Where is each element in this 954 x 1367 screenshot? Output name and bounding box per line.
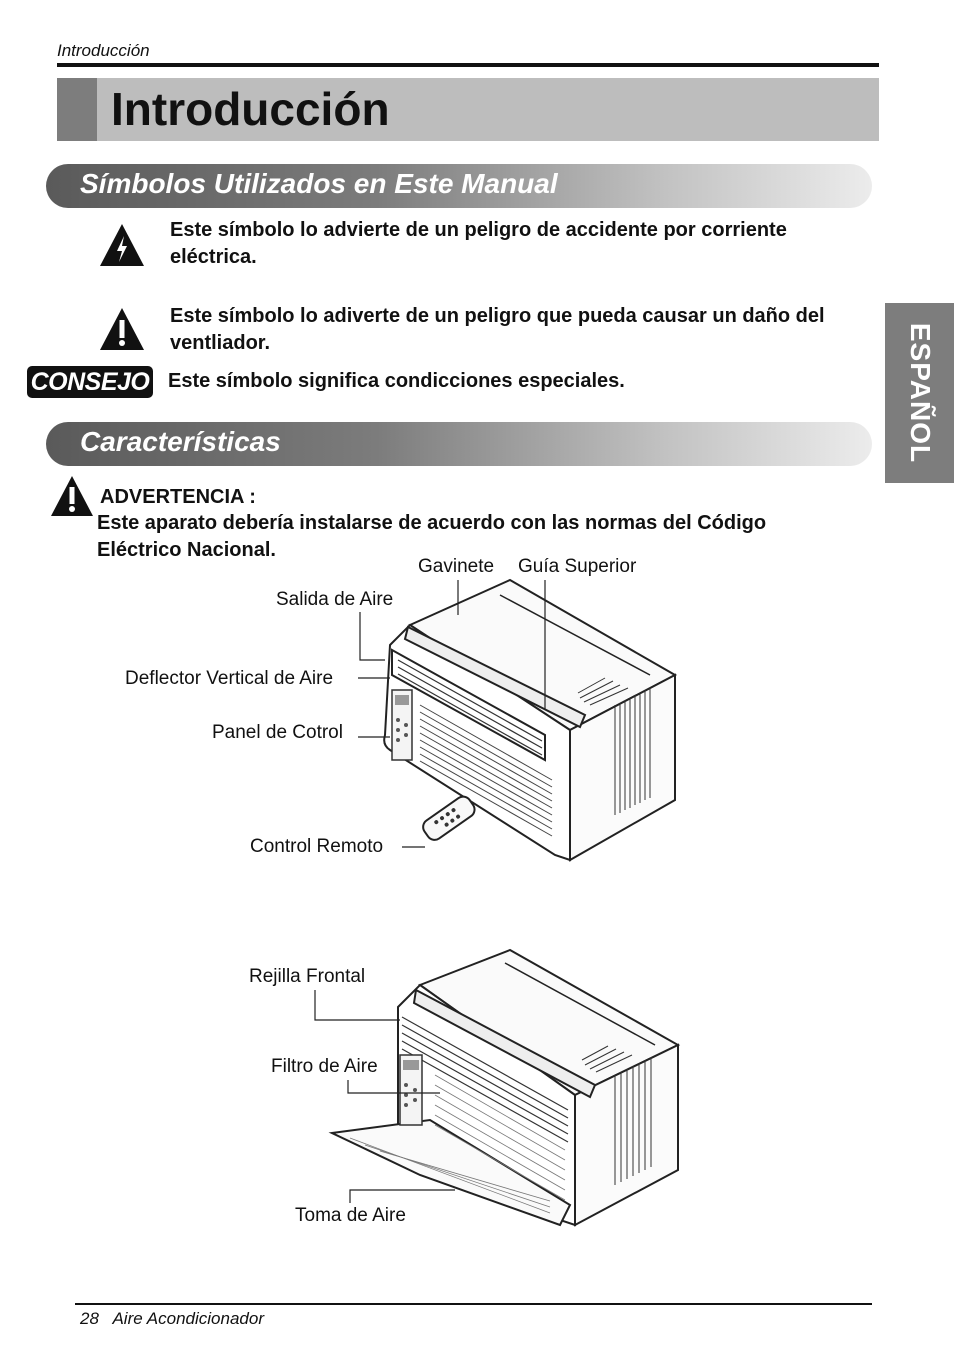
- air-conditioner-open-grille-illustration: [314, 948, 681, 1227]
- running-header: Introducción: [57, 41, 150, 60]
- language-side-tab: ESPAÑOL: [885, 303, 954, 483]
- page-title-bar: Introducción: [57, 78, 879, 141]
- air-conditioner-front-illustration: [358, 578, 678, 862]
- title-block: [57, 78, 97, 141]
- features-section-heading: Características: [46, 422, 872, 466]
- features-heading-text: Características: [80, 426, 281, 457]
- language-label: ESPAÑOL: [904, 322, 936, 464]
- symbols-section-heading: Símbolos Utilizados en Este Manual: [46, 164, 872, 208]
- label-gavinete: Gavinete: [418, 556, 495, 577]
- page-number: 28: [80, 1309, 99, 1328]
- footer-rule: [75, 1303, 872, 1305]
- caution-symbol-text: Este símbolo lo adiverte de un peligro q…: [170, 305, 825, 354]
- label-panel-de-control: Panel de Cotrol: [212, 722, 343, 743]
- caution-icon: [100, 308, 144, 350]
- consejo-text: Este símbolo significa condicciones espe…: [168, 370, 625, 392]
- warning-line-2: Eléctrico Nacional.: [97, 539, 276, 561]
- consejo-badge: CONSEJO: [27, 366, 153, 398]
- label-deflector: Deflector Vertical de Aire: [125, 668, 334, 689]
- warning-icon: [51, 476, 93, 516]
- label-filtro-de-aire: Filtro de Aire: [271, 1056, 378, 1077]
- electric-symbol-text: Este símbolo lo advierte de un peligro d…: [170, 219, 787, 268]
- page-title: Introducción: [111, 83, 390, 135]
- label-rejilla-frontal: Rejilla Frontal: [249, 966, 366, 987]
- electric-hazard-icon: [100, 224, 144, 266]
- footer: 28 Aire Acondicionador: [80, 1309, 264, 1329]
- label-toma-de-aire: Toma de Aire: [295, 1205, 406, 1226]
- footer-title: Aire Acondicionador: [112, 1309, 264, 1328]
- header-rule: [57, 63, 879, 67]
- symbols-heading-text: Símbolos Utilizados en Este Manual: [80, 168, 558, 199]
- label-salida-de-aire: Salida de Aire: [276, 589, 394, 610]
- label-control-remoto: Control Remoto: [250, 836, 384, 857]
- warning-title: ADVERTENCIA :: [100, 486, 256, 508]
- warning-line-1: Este aparato debería instalarse de acuer…: [97, 512, 767, 534]
- label-guia-superior: Guía Superior: [518, 556, 637, 577]
